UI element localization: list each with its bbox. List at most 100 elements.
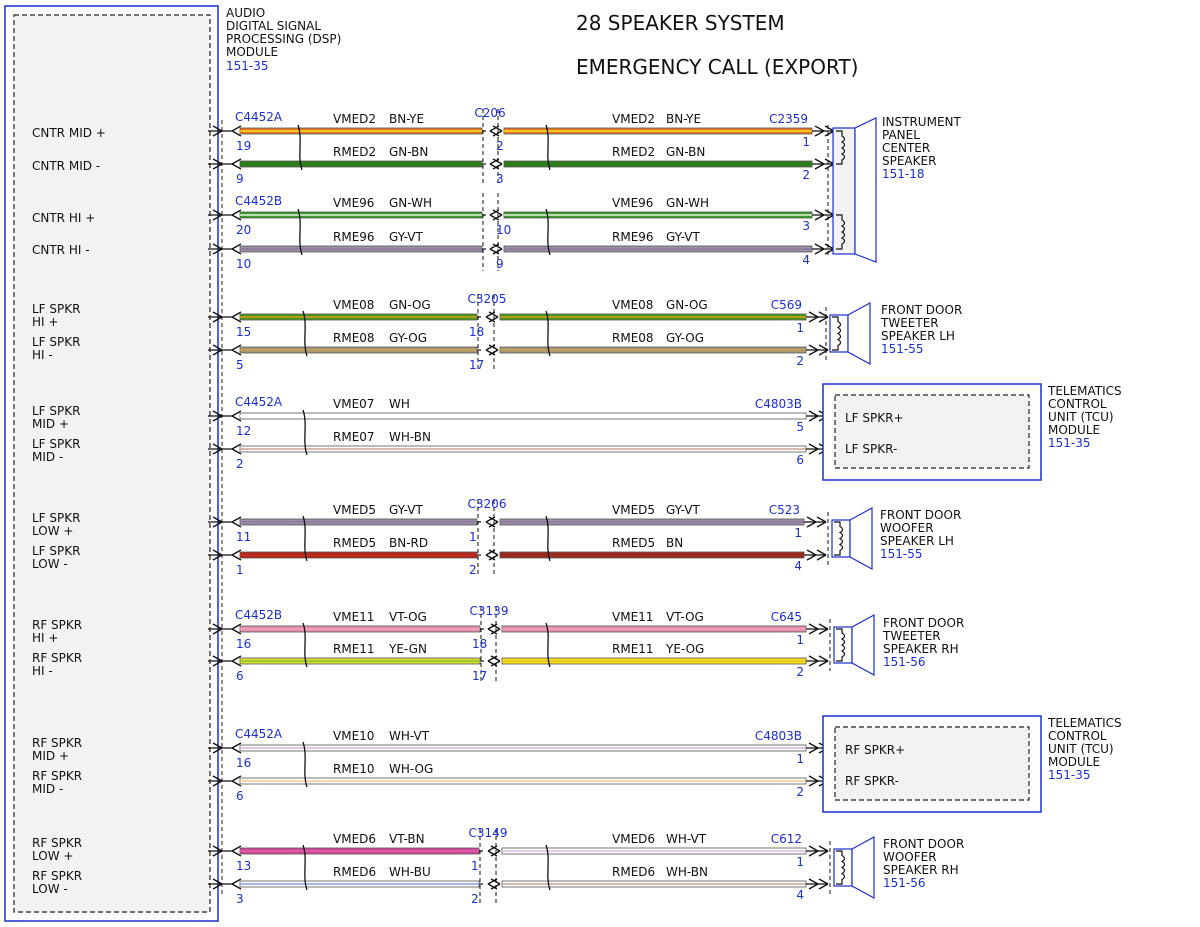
connector-arrow xyxy=(231,775,242,787)
speaker-coil xyxy=(832,316,842,351)
circuit-number: RME10 xyxy=(333,762,375,776)
connector-arrow xyxy=(212,311,223,323)
circuit-number: RMED6 xyxy=(612,865,655,879)
dsp-pin-label: LOW + xyxy=(32,524,73,538)
device-name: CONTROL xyxy=(1048,397,1107,411)
wire-color: GN-OG xyxy=(666,298,708,312)
twisted-pair-mark xyxy=(545,622,551,668)
connector-name: C4452A xyxy=(235,110,283,124)
circuit-number: RMED2 xyxy=(612,145,655,159)
pin-number: 2 xyxy=(796,785,804,799)
device-name: PANEL xyxy=(882,128,920,142)
end-arrow xyxy=(806,549,817,561)
wire-color: BN-RD xyxy=(389,536,428,550)
wire-color: WH-OG xyxy=(389,762,433,776)
dsp-pin-label: LF SPKR xyxy=(32,437,80,451)
dsp-pin-label: RF SPKR xyxy=(32,736,82,750)
pin-number: 4 xyxy=(802,253,810,267)
circuit-number: RMED5 xyxy=(333,536,376,550)
device-ref: 151-35 xyxy=(1048,436,1091,450)
pin-number: 6 xyxy=(796,453,804,467)
wire-color: GY-VT xyxy=(389,503,423,517)
pin-number: 2 xyxy=(796,665,804,679)
wire-color: WH xyxy=(389,397,410,411)
connector-name: C3205 xyxy=(468,292,507,306)
twisted-pair-mark xyxy=(302,409,308,456)
pin-number: 3 xyxy=(802,219,810,233)
connector-arrow xyxy=(231,311,242,323)
device-ref: 151-55 xyxy=(880,547,923,561)
twisted-pair-mark xyxy=(302,310,308,357)
connector-arrow xyxy=(212,125,223,137)
connector-arrow xyxy=(231,516,242,528)
device-name: FRONT DOOR xyxy=(880,508,961,522)
connector-arrow xyxy=(231,209,242,221)
device-layer xyxy=(822,117,1042,900)
connector-arrow xyxy=(212,878,223,890)
circuit-number: RME11 xyxy=(333,642,375,656)
end-arrow xyxy=(814,125,825,137)
circuit-number: RME07 xyxy=(333,430,375,444)
dsp-module-name: DIGITAL SIGNAL xyxy=(226,19,321,33)
device-name: SPEAKER xyxy=(882,154,936,168)
end-arrow xyxy=(818,878,829,890)
tcu-module-inner xyxy=(834,726,1030,801)
dsp-pin-label: HI + xyxy=(32,631,58,645)
circuit-number: RMED2 xyxy=(333,145,376,159)
connector-name: C4452A xyxy=(235,395,283,409)
pin-number: 2 xyxy=(802,168,810,182)
connector-arrow xyxy=(231,443,242,455)
device-name: SPEAKER RH xyxy=(883,863,959,877)
connector-name: C4452B xyxy=(235,608,282,622)
pin-number: 1 xyxy=(794,526,802,540)
connector-arrow xyxy=(212,775,223,787)
circuit-number: RME08 xyxy=(612,331,654,345)
pin-number: 15 xyxy=(236,325,251,339)
wire-layer xyxy=(208,109,835,906)
twisted-pair-mark xyxy=(545,208,551,256)
dsp-pin-label: HI - xyxy=(32,348,53,362)
end-arrow xyxy=(808,845,819,857)
device-name: INSTRUMENT xyxy=(882,115,961,129)
pin-number: 2 xyxy=(236,457,244,471)
pin-number: 2 xyxy=(496,139,504,153)
circuit-number: RME96 xyxy=(612,230,654,244)
pin-number: 17 xyxy=(469,358,484,372)
device-ref: 151-56 xyxy=(883,655,926,669)
device-name: FRONT DOOR xyxy=(883,837,964,851)
dsp-module-name: AUDIO xyxy=(226,6,265,20)
device-name: FRONT DOOR xyxy=(883,616,964,630)
device-ref: 151-55 xyxy=(881,342,924,356)
device-name: TELEMATICS xyxy=(1047,716,1122,730)
device-name: TWEETER xyxy=(880,316,939,330)
pin-number: 1 xyxy=(796,855,804,869)
door-speaker-cone xyxy=(851,613,875,677)
end-arrow xyxy=(808,775,819,787)
dsp-pin-label: MID + xyxy=(32,417,69,431)
pin-number: 20 xyxy=(236,223,251,237)
wire-color: WH-BU xyxy=(389,865,431,879)
end-arrow xyxy=(818,623,829,635)
circuit-number: VME10 xyxy=(333,729,374,743)
connector-name: C4452B xyxy=(235,194,282,208)
dsp-pin-label: RF SPKR xyxy=(32,836,82,850)
end-arrow xyxy=(814,209,825,221)
twisted-pair-mark xyxy=(545,515,551,562)
connector-arrow xyxy=(212,410,223,422)
wire-color: WH-BN xyxy=(389,430,431,444)
device-ref: 151-56 xyxy=(883,876,926,890)
pin-number: 6 xyxy=(236,669,244,683)
device-name: FRONT DOOR xyxy=(881,303,962,317)
circuit-number: VME11 xyxy=(612,610,653,624)
wire-color: GY-OG xyxy=(666,331,704,345)
end-arrow xyxy=(808,443,819,455)
dsp-pin-label: CNTR MID + xyxy=(32,126,106,140)
end-arrow xyxy=(808,344,819,356)
device-name: WOOFER xyxy=(883,850,937,864)
pin-number: 4 xyxy=(794,559,802,573)
dsp-module-name: PROCESSING (DSP) xyxy=(226,32,341,46)
circuit-number: VMED5 xyxy=(612,503,655,517)
twisted-pair-mark xyxy=(302,622,308,668)
